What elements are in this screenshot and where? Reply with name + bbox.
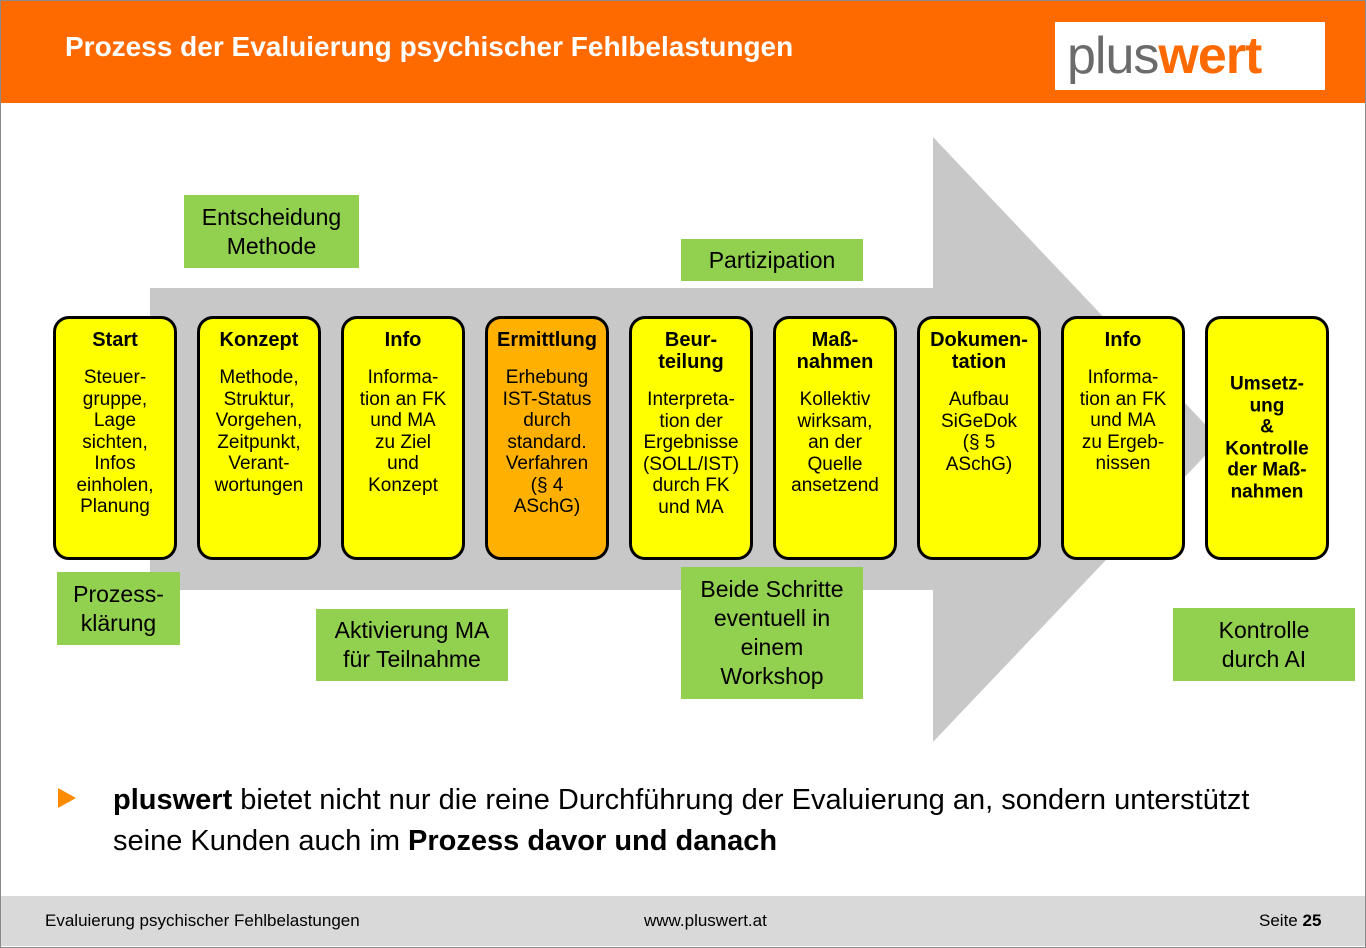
- step-description: Methode, Struktur, Vorgehen, Zeitpunkt, …: [214, 367, 304, 496]
- step-description: Steuer- gruppe, Lage sichten, Infos einh…: [76, 367, 154, 517]
- footer-title: Evaluierung psychischer Fehlbelastungen: [45, 911, 360, 930]
- note-kontrolle-ai: Kontrolle durch AI: [1173, 608, 1355, 681]
- step-ermittlung: Ermittlung Erhebung IST-Status durch sta…: [485, 316, 609, 560]
- step-title: Ermittlung: [497, 329, 597, 351]
- summary-text: pluswert bietet nicht nur die reine Durc…: [113, 780, 1263, 862]
- step-title: Umsetz- ung & Kontrolle der Maß- nahmen: [1225, 373, 1309, 503]
- page-label: Seite: [1259, 911, 1303, 930]
- step-umsetzung: Umsetz- ung & Kontrolle der Maß- nahmen: [1205, 316, 1329, 560]
- page-number: 25: [1302, 911, 1322, 930]
- step-dokumentation: Dokumen- tation Aufbau SiGeDok (§ 5 ASch…: [917, 316, 1041, 560]
- step-title: Start: [92, 329, 138, 351]
- bullet-triangle-icon: [58, 788, 76, 808]
- note-entscheidung-methode: Entscheidung Methode: [184, 195, 359, 268]
- step-start: Start Steuer- gruppe, Lage sichten, Info…: [53, 316, 177, 560]
- summary-emphasis: Prozess davor und danach: [408, 825, 778, 857]
- pluswert-logo: pluswert: [1055, 22, 1325, 90]
- step-title: Konzept: [219, 329, 299, 351]
- step-title: Info: [384, 329, 422, 351]
- step-konzept: Konzept Methode, Struktur, Vorgehen, Zei…: [197, 316, 321, 560]
- step-title: Info: [1104, 329, 1142, 351]
- step-description: Informa- tion an FK und MA zu Ergeb- nis…: [1079, 367, 1167, 474]
- note-aktivierung-ma: Aktivierung MA für Teilnahme: [316, 609, 508, 681]
- summary-body: bietet nicht nur die reine Durchführung …: [113, 784, 1250, 857]
- step-description: Erhebung IST-Status durch standard. Verf…: [502, 367, 592, 517]
- step-description: Aufbau SiGeDok (§ 5 ASchG): [940, 389, 1018, 475]
- step-title: Beur- teilung: [658, 329, 724, 373]
- footer-page: Seite 25: [1259, 911, 1321, 931]
- logo-wert-text: wert: [1158, 27, 1262, 85]
- step-title: Maß- nahmen: [796, 329, 874, 373]
- slide-footer: Evaluierung psychischer Fehlbelastungen …: [1, 896, 1365, 946]
- note-partizipation: Partizipation: [681, 239, 863, 281]
- step-description: Interpreta- tion der Ergebnisse (SOLL/IS…: [642, 389, 740, 518]
- step-info-1: Info Informa- tion an FK und MA zu Ziel …: [341, 316, 465, 560]
- step-info-2: Info Informa- tion an FK und MA zu Ergeb…: [1061, 316, 1185, 560]
- step-description: Informa- tion an FK und MA zu Ziel und K…: [359, 367, 447, 496]
- logo-plus-text: plus: [1067, 27, 1159, 85]
- step-title: Dokumen- tation: [930, 329, 1028, 373]
- step-beurteilung: Beur- teilung Interpreta- tion der Ergeb…: [629, 316, 753, 560]
- page-title: Prozess der Evaluierung psychischer Fehl…: [65, 31, 794, 62]
- step-description: Kollektiv wirksam, an der Quelle ansetze…: [791, 389, 879, 496]
- step-massnahmen: Maß- nahmen Kollektiv wirksam, an der Qu…: [773, 316, 897, 560]
- logo-wordmark: pluswert: [1067, 26, 1262, 86]
- note-workshop: Beide Schritte eventuell in einem Worksh…: [681, 567, 863, 699]
- summary-brand: pluswert: [113, 784, 233, 816]
- note-prozessklaerung: Prozess- klärung: [57, 572, 180, 645]
- footer-url: www.pluswert.at: [644, 911, 767, 930]
